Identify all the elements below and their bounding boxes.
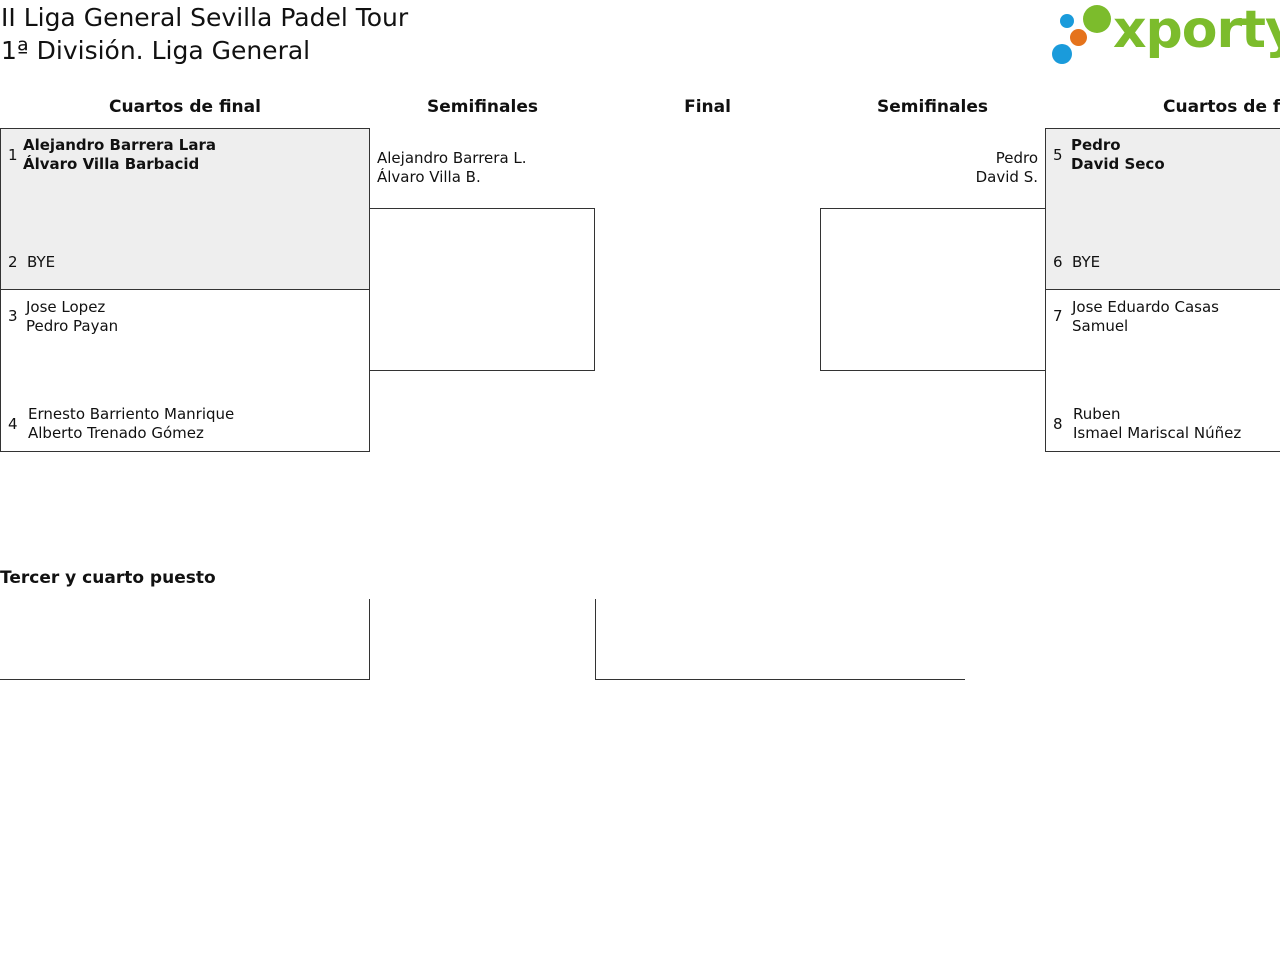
third-place-slot-left[interactable] — [0, 599, 370, 680]
player-name: Alejandro Barrera L. — [377, 149, 527, 167]
left-qf1-bottom-team: BYE — [27, 253, 55, 272]
seed-number: 6 — [1053, 253, 1063, 271]
player-name: Alejandro Barrera Lara — [23, 136, 216, 154]
player-name: Alberto Trenado Gómez — [28, 424, 204, 442]
player-name: Ernesto Barriento Manrique — [28, 405, 235, 423]
player-name: Jose Eduardo Casas — [1072, 298, 1219, 316]
player-name: Ismael Mariscal Núñez — [1073, 424, 1242, 442]
left-qf-match-1[interactable] — [0, 128, 370, 290]
division-title: 1ª División. Liga General — [1, 36, 311, 65]
left-semifinal-team: Alejandro Barrera L. Álvaro Villa B. — [377, 149, 527, 187]
logo-text: xporty — [1113, 0, 1280, 60]
left-qf1-top-team: Alejandro Barrera Lara Álvaro Villa Barb… — [23, 136, 216, 174]
left-qf-match-2[interactable] — [0, 290, 370, 452]
seed-number: 1 — [8, 146, 18, 164]
round-header-quarterfinals-right: Cuartos de final — [1163, 97, 1280, 117]
player-name: David S. — [975, 168, 1038, 186]
right-qf2-bottom-team: Ruben Ismael Mariscal Núñez — [1073, 405, 1241, 443]
logo-dot-blue-small — [1060, 14, 1074, 28]
seed-number: 2 — [8, 253, 18, 271]
player-name: Álvaro Villa B. — [377, 168, 481, 186]
player-name: Pedro — [995, 149, 1038, 167]
round-header-semifinals-right: Semifinales — [877, 97, 988, 117]
round-header-semifinals-left: Semifinales — [427, 97, 538, 117]
left-semifinal-connector — [370, 208, 595, 371]
logo-dot-orange — [1070, 29, 1087, 46]
player-name: BYE — [1072, 253, 1101, 271]
player-name: Pedro — [1071, 136, 1121, 154]
seed-number: 5 — [1053, 146, 1063, 164]
seed-number: 3 — [8, 307, 18, 325]
logo-dot-blue-large — [1052, 44, 1072, 64]
right-qf-match-2[interactable] — [1045, 290, 1280, 452]
left-qf2-top-team: Jose Lopez Pedro Payan — [26, 298, 118, 336]
seed-number: 7 — [1053, 307, 1063, 325]
tournament-title: II Liga General Sevilla Padel Tour — [1, 3, 409, 32]
left-qf2-bottom-team: Ernesto Barriento Manrique Alberto Trena… — [28, 405, 234, 443]
right-qf1-bottom-team: BYE — [1072, 253, 1100, 272]
right-qf-match-1[interactable] — [1045, 128, 1280, 290]
logo-dot-green — [1083, 5, 1111, 33]
round-header-final: Final — [684, 97, 731, 117]
player-name: Jose Lopez — [26, 298, 106, 316]
player-name: Pedro Payan — [26, 317, 119, 335]
player-name: BYE — [27, 253, 56, 271]
right-semifinal-connector — [820, 208, 1046, 371]
third-place-header: Tercer y cuarto puesto — [0, 568, 216, 588]
seed-number: 8 — [1053, 415, 1063, 433]
right-semifinal-team: Pedro David S. — [880, 149, 1038, 187]
right-qf2-top-team: Jose Eduardo Casas Samuel — [1072, 298, 1219, 336]
player-name: Samuel — [1072, 317, 1129, 335]
player-name: David Seco — [1071, 155, 1165, 173]
third-place-slot-right[interactable] — [595, 599, 965, 680]
player-name: Álvaro Villa Barbacid — [23, 155, 200, 173]
round-header-quarterfinals-left: Cuartos de final — [109, 97, 261, 117]
seed-number: 4 — [8, 415, 18, 433]
right-qf1-top-team: Pedro David Seco — [1071, 136, 1165, 174]
player-name: Ruben — [1073, 405, 1121, 423]
xporty-logo: xporty — [1050, 0, 1280, 68]
